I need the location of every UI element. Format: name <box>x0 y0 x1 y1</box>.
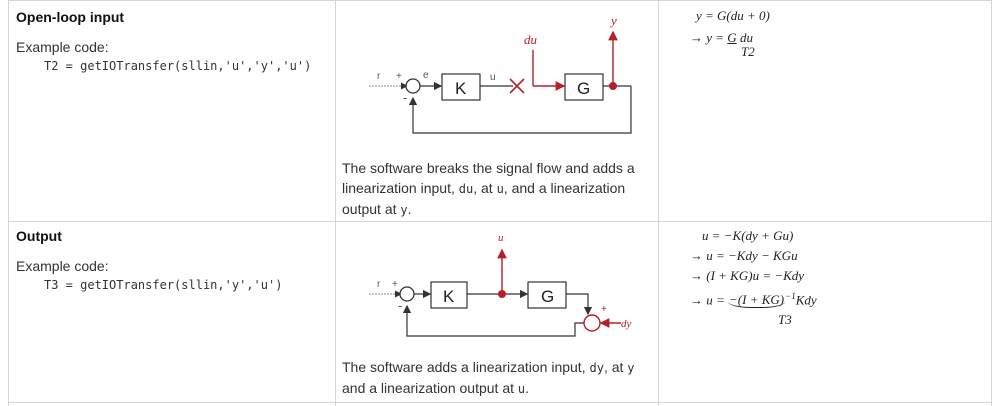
equation-line-3: → (I + KG)u = −Kdy <box>690 268 805 283</box>
column-divider <box>658 0 659 406</box>
output-point <box>609 82 617 90</box>
block-g <box>564 73 604 101</box>
output-u-label: u <box>498 232 504 244</box>
break-x-mark <box>509 78 525 94</box>
equation-line-2: → u = −Kdy − KGu <box>690 248 798 263</box>
sum-junction <box>405 78 421 94</box>
row-title: Output <box>16 228 62 244</box>
input-du-label: du <box>524 32 538 47</box>
example-table: Open-loop input Example code: T2 = getIO… <box>8 0 992 406</box>
table-border-top <box>8 0 992 1</box>
equation-line-4: → u = −(I + KG)−1Kdy <box>690 291 817 309</box>
diagram-caption: The software adds a linearization input,… <box>342 359 635 396</box>
output-y-label: y <box>609 13 617 28</box>
sum-minus-sign: - <box>398 298 402 313</box>
sum-minus-sign: - <box>403 90 407 105</box>
equation-t2-label: T2 <box>741 44 755 59</box>
diagram-caption: The software breaks the signal flow and … <box>342 160 635 217</box>
signal-u-label: u <box>490 72 496 83</box>
example-code-label: Example code: <box>16 39 109 55</box>
block-g <box>527 281 567 309</box>
table-border-bottom <box>8 402 992 403</box>
g-output-line <box>566 293 593 316</box>
table-border-left <box>8 0 9 406</box>
sum-plus-sign: + <box>396 71 402 82</box>
signal-r-label: r <box>377 279 381 290</box>
equation-t3-label: T3 <box>778 312 792 327</box>
block-diagram-output: r + - K u G + dy <box>369 232 632 337</box>
equation-line-2: → y = G du <box>690 30 753 45</box>
feedback-path <box>408 86 632 134</box>
block-g-label: G <box>541 287 554 306</box>
code-snippet: T3 = getIOTransfer(sllin,'y','u') <box>44 278 283 292</box>
equation-line-1: u = −K(dy + Gu) <box>702 228 794 243</box>
block-k <box>441 73 481 101</box>
row-divider <box>8 221 992 222</box>
sum-plus-sign: + <box>392 279 398 290</box>
sum-junction <box>399 286 415 302</box>
column-divider <box>335 0 336 406</box>
code-snippet: T2 = getIOTransfer(sllin,'u','y','u') <box>44 59 312 73</box>
signal-r-label: r <box>377 71 381 82</box>
block-k-label: K <box>443 287 455 306</box>
input-dy-label: dy <box>621 318 632 330</box>
block-g-label: G <box>577 79 590 98</box>
table-border-right <box>991 0 992 406</box>
signal-e-label: e <box>423 70 429 81</box>
block-k <box>430 281 468 309</box>
block-k-label: K <box>455 79 467 98</box>
example-code-label: Example code: <box>16 258 109 274</box>
feedback-path <box>402 304 584 337</box>
equation-line-1: y = G(du + 0) <box>696 8 770 23</box>
output-sum-plus: + <box>601 304 607 315</box>
row-title: Open-loop input <box>16 9 125 25</box>
output-sum-junction <box>583 314 601 332</box>
block-diagram-open-loop: r + - e K u du G y <box>369 13 632 134</box>
